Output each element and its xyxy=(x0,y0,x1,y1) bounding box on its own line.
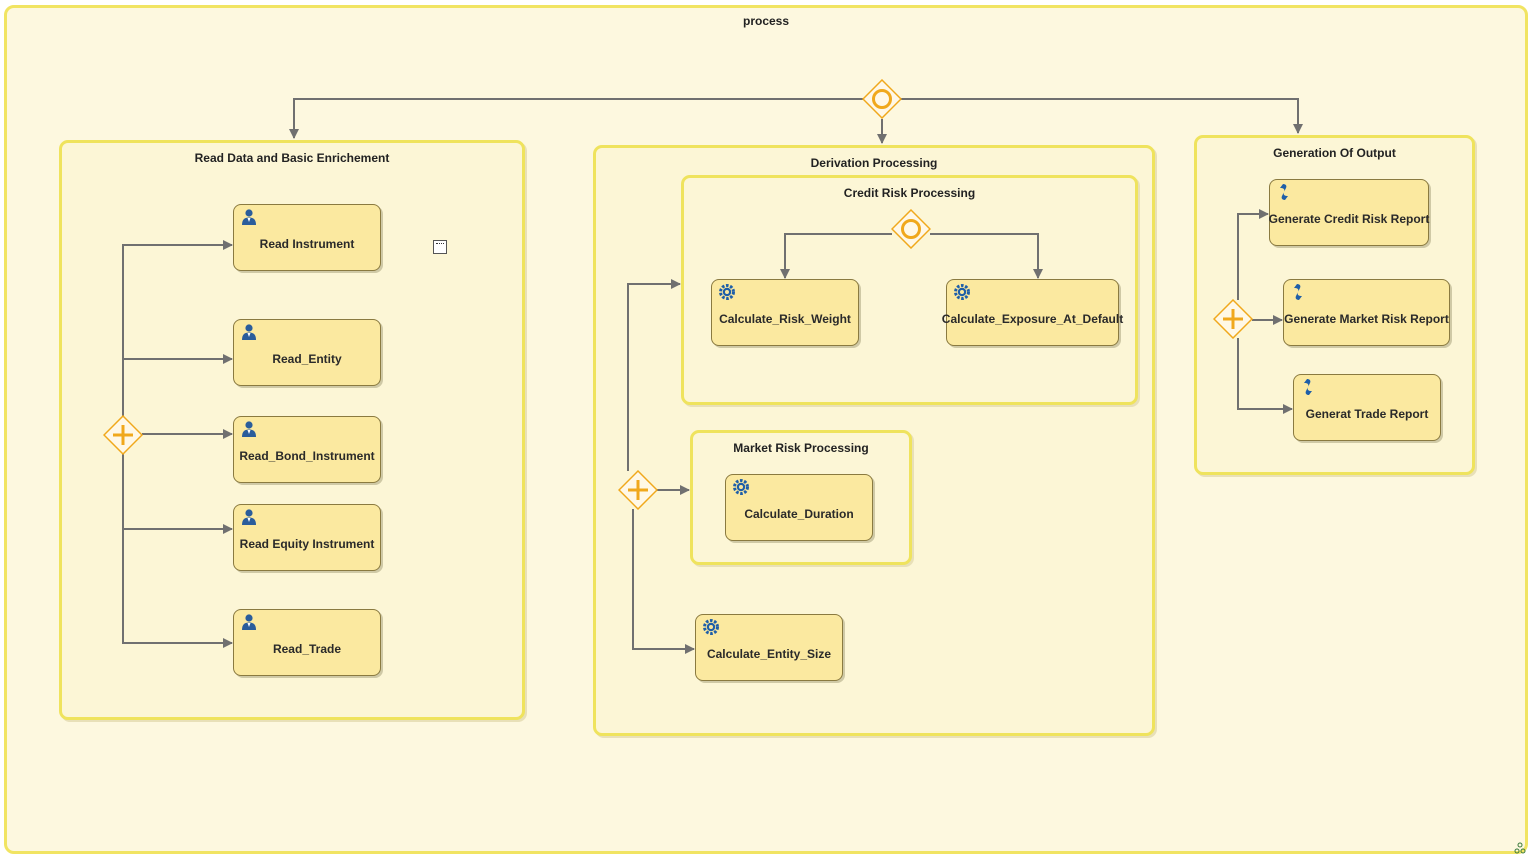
parallel-gateway-icon[interactable] xyxy=(1213,299,1253,339)
diagram-corner-icon[interactable] xyxy=(1514,842,1526,854)
user-task-icon xyxy=(242,509,256,525)
parallel-gateway-icon[interactable] xyxy=(618,470,658,510)
task-label: Generate Market Risk Report xyxy=(1284,311,1449,326)
service-task-icon xyxy=(703,619,719,635)
task-label: Read_Trade xyxy=(272,641,342,656)
user-task-icon xyxy=(242,614,256,630)
service-task-icon xyxy=(733,479,749,495)
task-read-bond-instrument[interactable]: Read_Bond_Instrument xyxy=(233,416,381,483)
inclusive-gateway-icon[interactable] xyxy=(891,209,931,249)
subprocess-derivation-title: Derivation Processing xyxy=(810,156,938,170)
task-generate-market-risk-report[interactable]: Generate Market Risk Report xyxy=(1283,279,1450,346)
script-task-icon xyxy=(1304,379,1312,395)
task-read-instrument[interactable]: Read Instrument xyxy=(233,204,381,271)
task-label: Calculate_Entity_Size xyxy=(706,646,832,661)
task-label: Calculate_Risk_Weight xyxy=(719,311,851,326)
service-task-icon xyxy=(954,284,970,300)
task-calculate-entity-size[interactable]: Calculate_Entity_Size xyxy=(695,614,843,681)
user-task-icon xyxy=(242,324,256,340)
task-label: Read Equity Instrument xyxy=(239,536,375,551)
task-label: Read_Entity xyxy=(272,351,342,366)
task-label: Generate Credit Risk Report xyxy=(1268,211,1430,226)
inclusive-gateway-icon[interactable] xyxy=(862,79,902,119)
task-read-trade[interactable]: Read_Trade xyxy=(233,609,381,676)
script-task-icon xyxy=(1280,184,1288,200)
collapsed-marker-icon[interactable] xyxy=(433,240,447,254)
subprocess-credit-risk-title: Credit Risk Processing xyxy=(843,186,976,200)
task-label: Calculate_Duration xyxy=(744,506,854,521)
subprocess-market-risk-title: Market Risk Processing xyxy=(733,441,869,455)
task-calculate-exposure-at-default[interactable]: Calculate_Exposure_At_Default xyxy=(942,279,1123,346)
user-task-icon xyxy=(242,421,256,437)
task-read-entity[interactable]: Read_Entity xyxy=(233,319,381,386)
task-label: Generat Trade Report xyxy=(1305,406,1429,421)
task-generate-credit-risk-report[interactable]: Generate Credit Risk Report xyxy=(1269,179,1429,246)
task-label: Read Instrument xyxy=(259,236,355,251)
task-label: Calculate_Exposure_At_Default xyxy=(941,311,1124,326)
user-task-icon xyxy=(242,209,256,225)
task-label: Read_Bond_Instrument xyxy=(239,448,375,463)
task-calculate-risk-weight[interactable]: Calculate_Risk_Weight xyxy=(711,279,859,346)
subprocess-output-title: Generation Of Output xyxy=(1273,146,1396,160)
subprocess-read-data-title: Read Data and Basic Enrichement xyxy=(194,151,390,165)
task-generat-trade-report[interactable]: Generat Trade Report xyxy=(1293,374,1441,441)
script-task-icon xyxy=(1294,284,1302,300)
task-calculate-duration[interactable]: Calculate_Duration xyxy=(725,474,873,541)
task-read-equity-instrument[interactable]: Read Equity Instrument xyxy=(233,504,381,571)
process-title: process xyxy=(742,14,790,28)
parallel-gateway-icon[interactable] xyxy=(103,415,143,455)
service-task-icon xyxy=(719,284,735,300)
